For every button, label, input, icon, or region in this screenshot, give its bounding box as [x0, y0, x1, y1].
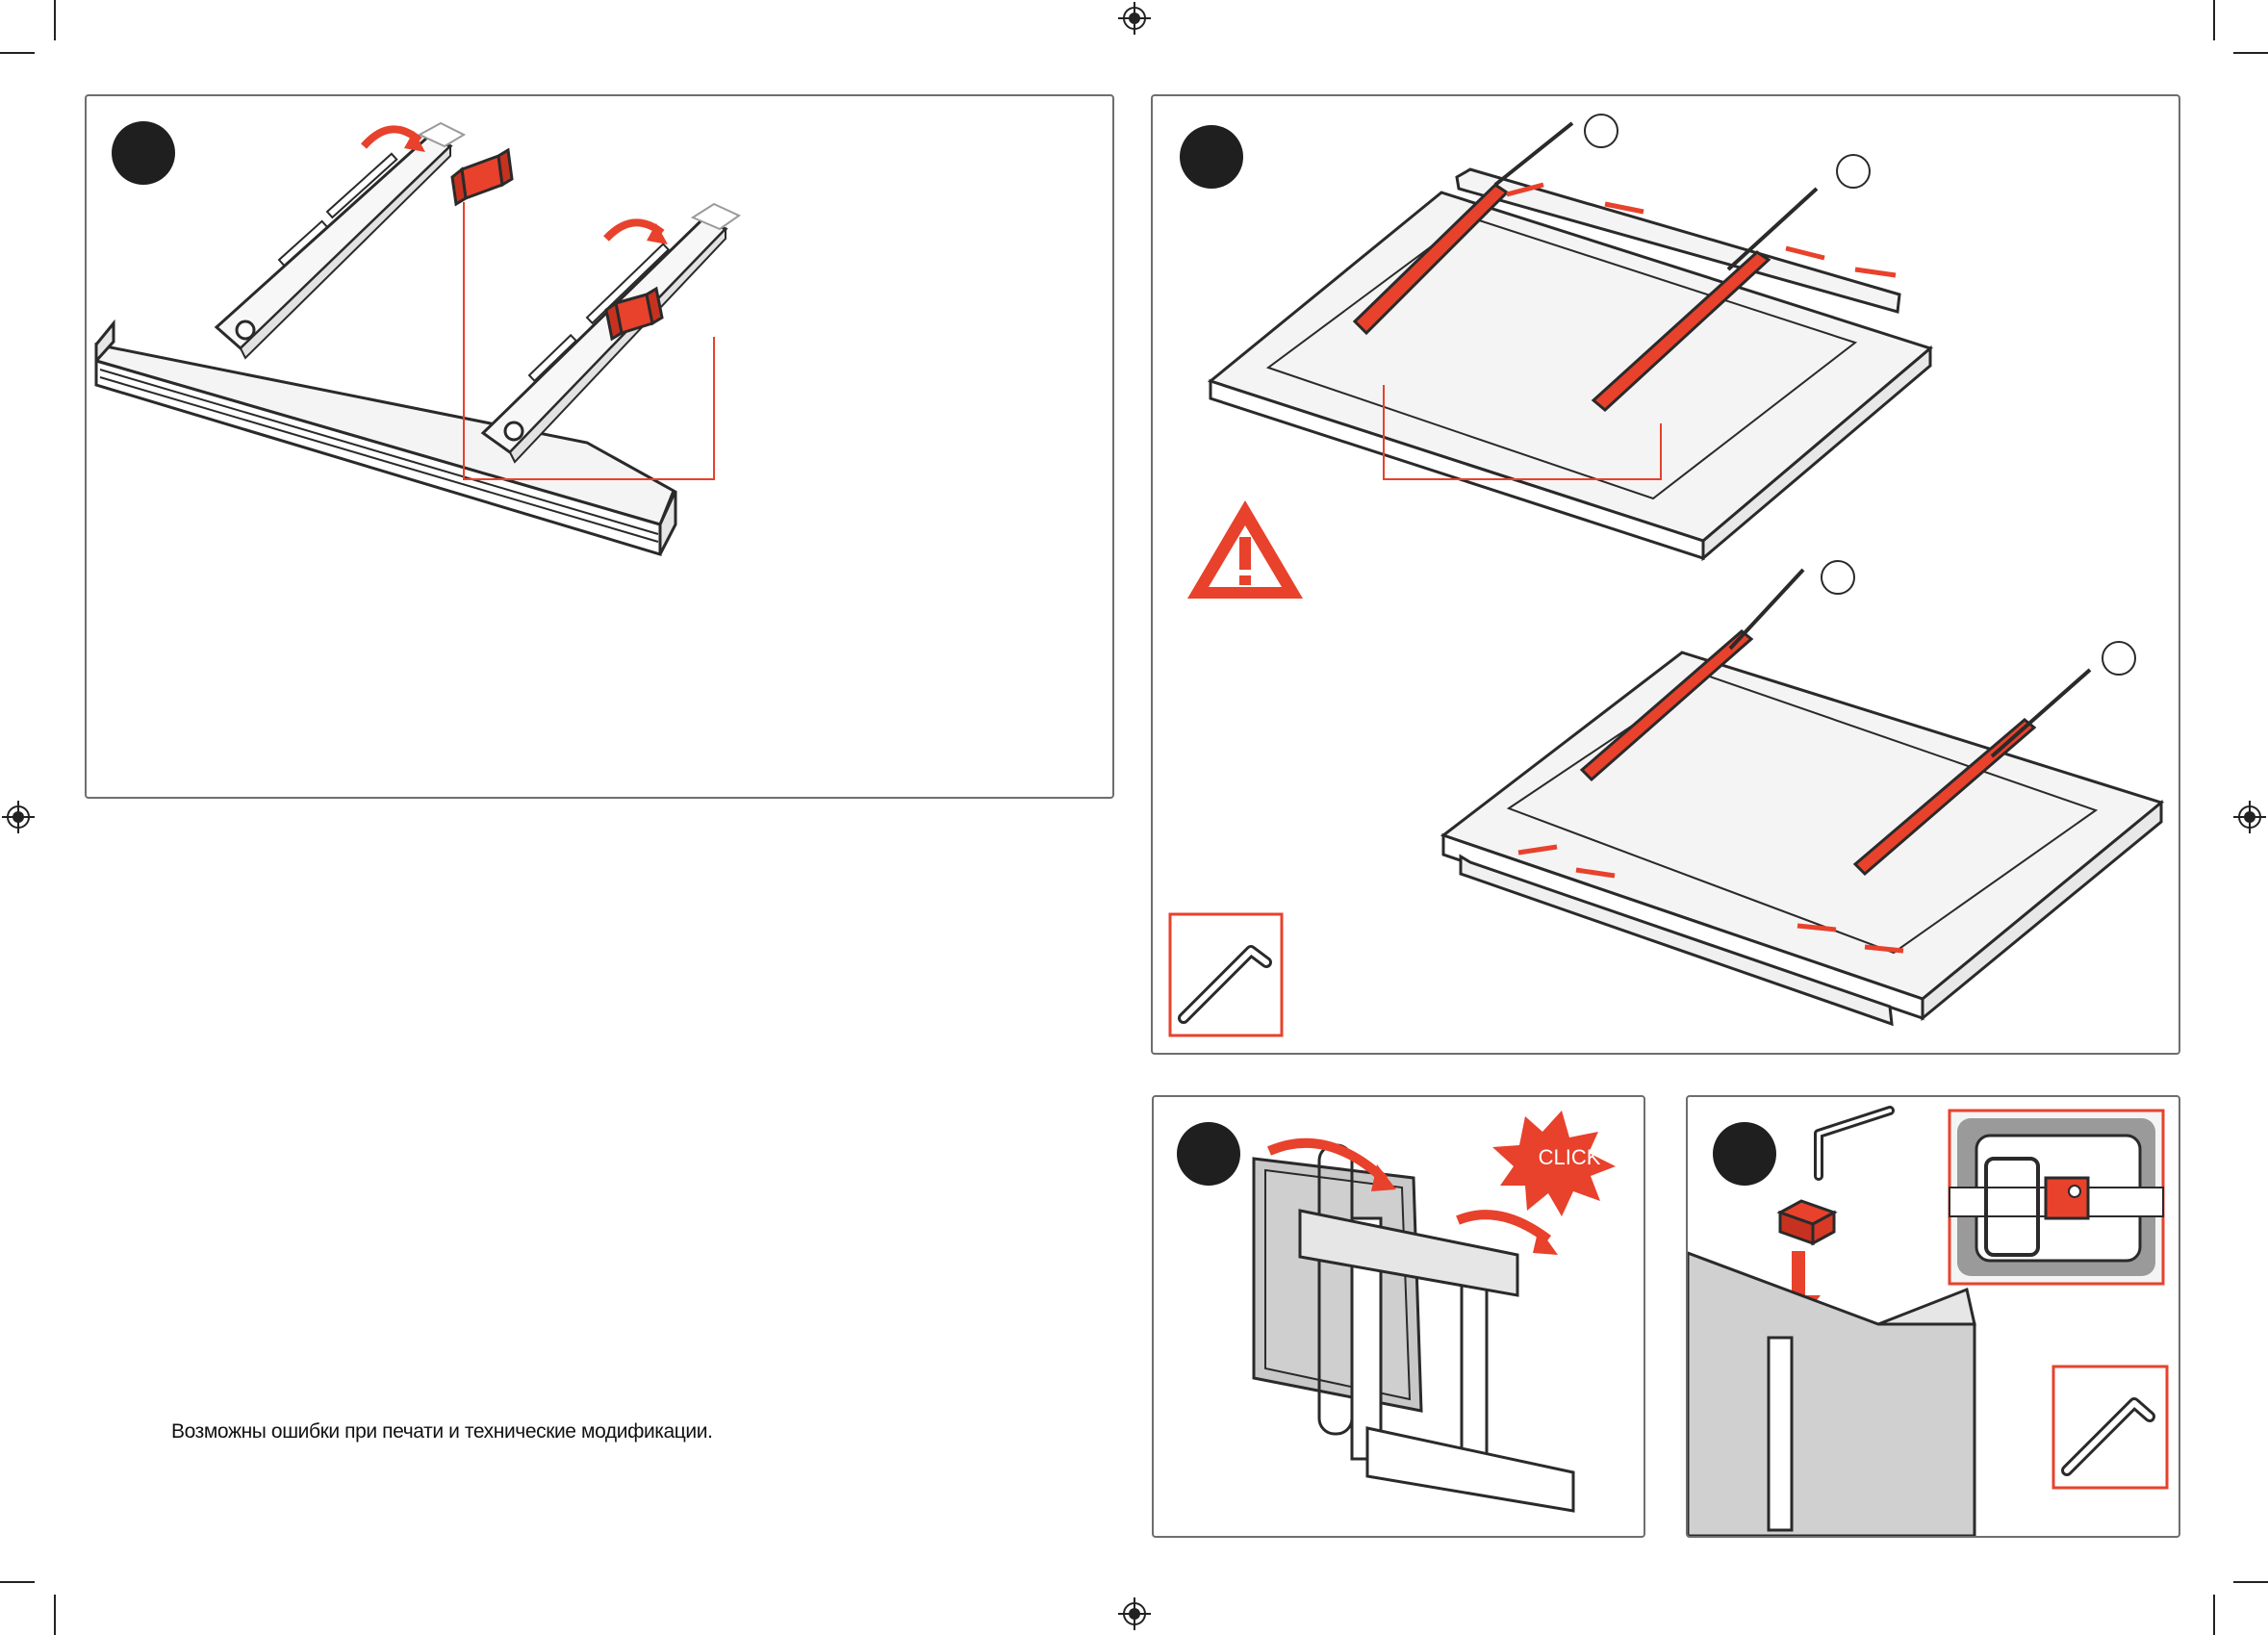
tv-bracket-mounting-illustration: [1153, 96, 2179, 1053]
step-number-badge: [112, 121, 175, 185]
click-callout-label: CLICK: [1525, 1145, 1614, 1170]
crop-mark: [54, 0, 56, 40]
step-number-badge: [1177, 1122, 1240, 1186]
registration-mark-icon: [2233, 801, 2266, 833]
crop-mark: [54, 1595, 56, 1635]
registration-mark-icon: [1118, 1597, 1151, 1630]
registration-mark-icon: [2, 801, 35, 833]
crop-mark: [2213, 1595, 2215, 1635]
step-4-panel: [1686, 1095, 2180, 1538]
step-1-panel: [85, 94, 1114, 799]
crop-mark: [0, 1581, 35, 1583]
bracket-assembly-illustration: [87, 96, 1112, 797]
warning-triangle-icon: [1187, 500, 1303, 599]
crop-mark: [2233, 52, 2268, 54]
disclaimer-note: Возможны ошибки при печати и технические…: [171, 1420, 713, 1443]
crop-mark: [0, 52, 35, 54]
step-2-panel: [1151, 94, 2180, 1055]
step-number-badge: [1713, 1122, 1776, 1186]
crop-mark: [2233, 1581, 2268, 1583]
crop-mark: [2213, 0, 2215, 40]
step-3-panel: CLICK: [1152, 1095, 1645, 1538]
step-number-badge: [1180, 125, 1243, 189]
registration-mark-icon: [1118, 2, 1151, 35]
